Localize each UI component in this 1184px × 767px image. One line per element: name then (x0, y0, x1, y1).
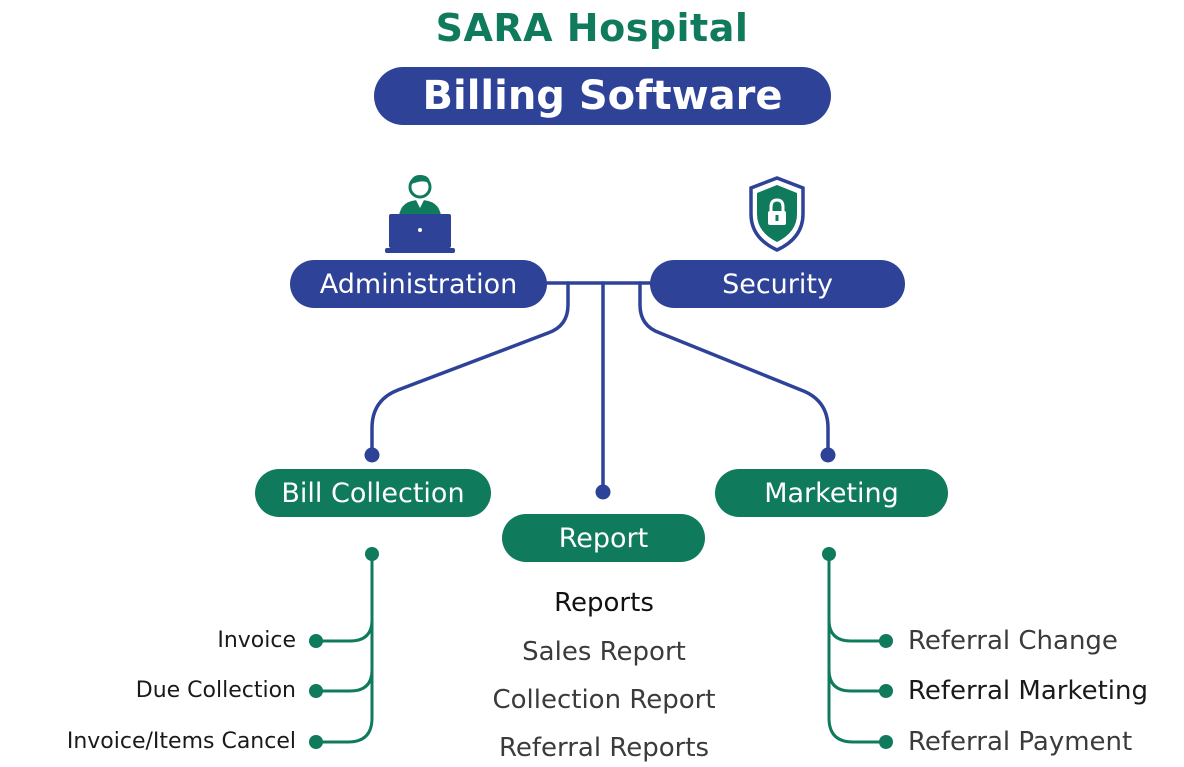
connector-referral-marketing (827, 668, 886, 693)
connector-referral-change (827, 618, 886, 643)
user-laptop-icon (385, 175, 455, 253)
bill-collection-node[interactable]: Bill Collection (255, 469, 491, 517)
connector-marketing-trunk (827, 553, 886, 744)
marketing-item-referral-change[interactable]: Referral Change (908, 626, 1118, 656)
dot-invoice-cancel (309, 735, 323, 749)
dot-invoice (309, 634, 323, 648)
report-item-collection-report[interactable]: Collection Report (492, 685, 716, 715)
bill-item-invoice[interactable]: Invoice (217, 628, 296, 653)
dot-due-collection (309, 684, 323, 698)
dot-referral-payment (879, 735, 893, 749)
report-item-sales-report[interactable]: Sales Report (522, 637, 686, 667)
marketing-item-referral-marketing[interactable]: Referral Marketing (908, 676, 1148, 706)
report-item-reports[interactable]: Reports (554, 588, 654, 618)
marketing-item-referral-payment[interactable]: Referral Payment (908, 727, 1133, 757)
security-node[interactable]: Security (650, 260, 905, 308)
connector-to-marketing (638, 281, 830, 457)
connector-bill-trunk (316, 553, 374, 744)
dot-referral-marketing (879, 684, 893, 698)
report-node[interactable]: Report (502, 514, 705, 562)
dot-bill-collection (364, 447, 380, 463)
bill-item-invoice-items-cancel[interactable]: Invoice/Items Cancel (66, 729, 296, 754)
marketing-label: Marketing (764, 477, 899, 509)
marketing-node[interactable]: Marketing (715, 469, 948, 517)
bill-collection-label: Bill Collection (281, 477, 465, 509)
report-item-referral-reports[interactable]: Referral Reports (498, 733, 710, 763)
report-label: Report (558, 522, 649, 554)
connector-invoice (316, 618, 374, 643)
dot-report (595, 484, 611, 500)
connector-to-bill-collection (370, 281, 570, 457)
page-subtitle: Billing Software (422, 73, 783, 119)
shield-lock-icon (749, 176, 805, 252)
page-subtitle-banner: Billing Software (374, 67, 831, 125)
administration-label: Administration (319, 268, 518, 300)
administration-node[interactable]: Administration (290, 260, 547, 308)
dot-marketing (820, 447, 836, 463)
page-title: SARA Hospital (435, 6, 749, 50)
dot-bill-top (365, 547, 379, 561)
security-label: Security (722, 268, 833, 300)
connector-due-collection (316, 668, 374, 693)
dot-marketing-top (822, 547, 836, 561)
dot-referral-change (879, 634, 893, 648)
bill-item-due-collection[interactable]: Due Collection (135, 678, 296, 703)
